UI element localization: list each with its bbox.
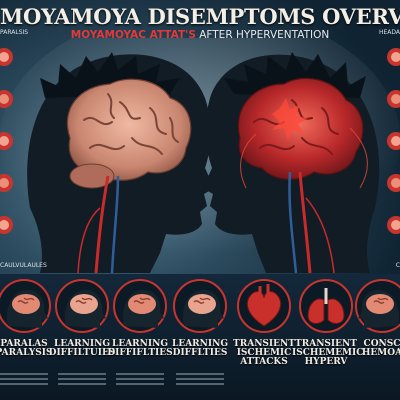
brain-head-icon <box>0 279 51 333</box>
side-brain-icon <box>0 48 13 66</box>
side-brain-icon <box>387 132 400 150</box>
symptom-panel: TRANSIENT ISCHEMEMIC HYPERV <box>292 278 363 396</box>
brain-head-icon <box>355 279 400 333</box>
symptom-label: PARALAS PARALYSIS <box>0 339 53 358</box>
symptom-label: LEARNING DIFFLTIES <box>172 339 228 358</box>
symptom-panel: LEARNING DIFFILTUIES <box>49 278 115 396</box>
brain-head-icon <box>55 279 109 333</box>
brain-head-icon <box>113 279 167 333</box>
page-subtitle: MOYAMOYAC ATTAT'S AFTER HYPERVENTATION <box>0 29 400 41</box>
edge-label-left-bottom: CAULVULAULES <box>0 262 47 269</box>
symptom-fine-print <box>110 370 170 392</box>
lungs-icon <box>299 279 353 333</box>
symptom-panel: TRANSIENT ISCHEMIC ATTACKS <box>233 278 295 396</box>
side-brain-icon <box>0 132 13 150</box>
side-brain-icon <box>387 174 400 192</box>
side-brain-icon <box>0 216 13 234</box>
symptom-fine-print <box>170 370 230 392</box>
side-brain-icon <box>0 174 13 192</box>
side-brain-icon <box>387 48 400 66</box>
symptom-label: TRANSIENT ISCHEMEMIC HYPERV <box>292 339 364 367</box>
right-brain-icon <box>237 77 368 273</box>
symptom-panel: LEARNING DIFFLTIES <box>170 278 230 396</box>
symptom-label: LEARNING DIFFILTUIES <box>48 339 116 358</box>
symptom-panel: CONSC HEMOA <box>352 278 400 396</box>
brain-head-icon <box>173 279 227 333</box>
side-brain-icon <box>0 90 13 108</box>
symptom-panel: LEARNING DIFFIFLTIES <box>107 278 173 396</box>
subtitle-light-part: AFTER HYPERVENTATION <box>199 29 330 41</box>
page-title: MOYAMOYA DISEMPTOMS OVERVIEW <box>0 4 400 29</box>
symptom-label: CONSC HEMOA <box>361 339 400 358</box>
symptom-fine-print <box>0 370 54 392</box>
edge-label-right-bottom: C <box>395 262 400 269</box>
symptom-fine-print <box>52 370 112 392</box>
edge-label-right-top: HEADA <box>378 29 400 36</box>
subtitle-red-part: MOYAMOYAC ATTAT'S <box>70 29 196 41</box>
side-brain-icon <box>387 216 400 234</box>
symptom-panel: PARALAS PARALYSIS <box>0 278 54 396</box>
symptom-label: TRANSIENT ISCHEMIC ATTACKS <box>233 339 295 367</box>
side-brain-icon <box>387 90 400 108</box>
main-illustration <box>0 38 400 273</box>
left-brain-icon <box>66 78 192 273</box>
edge-label-left-top: PARALSIS <box>0 29 29 36</box>
heart-icon <box>237 279 291 333</box>
symptom-label: LEARNING DIFFIFLTIES <box>107 339 173 358</box>
